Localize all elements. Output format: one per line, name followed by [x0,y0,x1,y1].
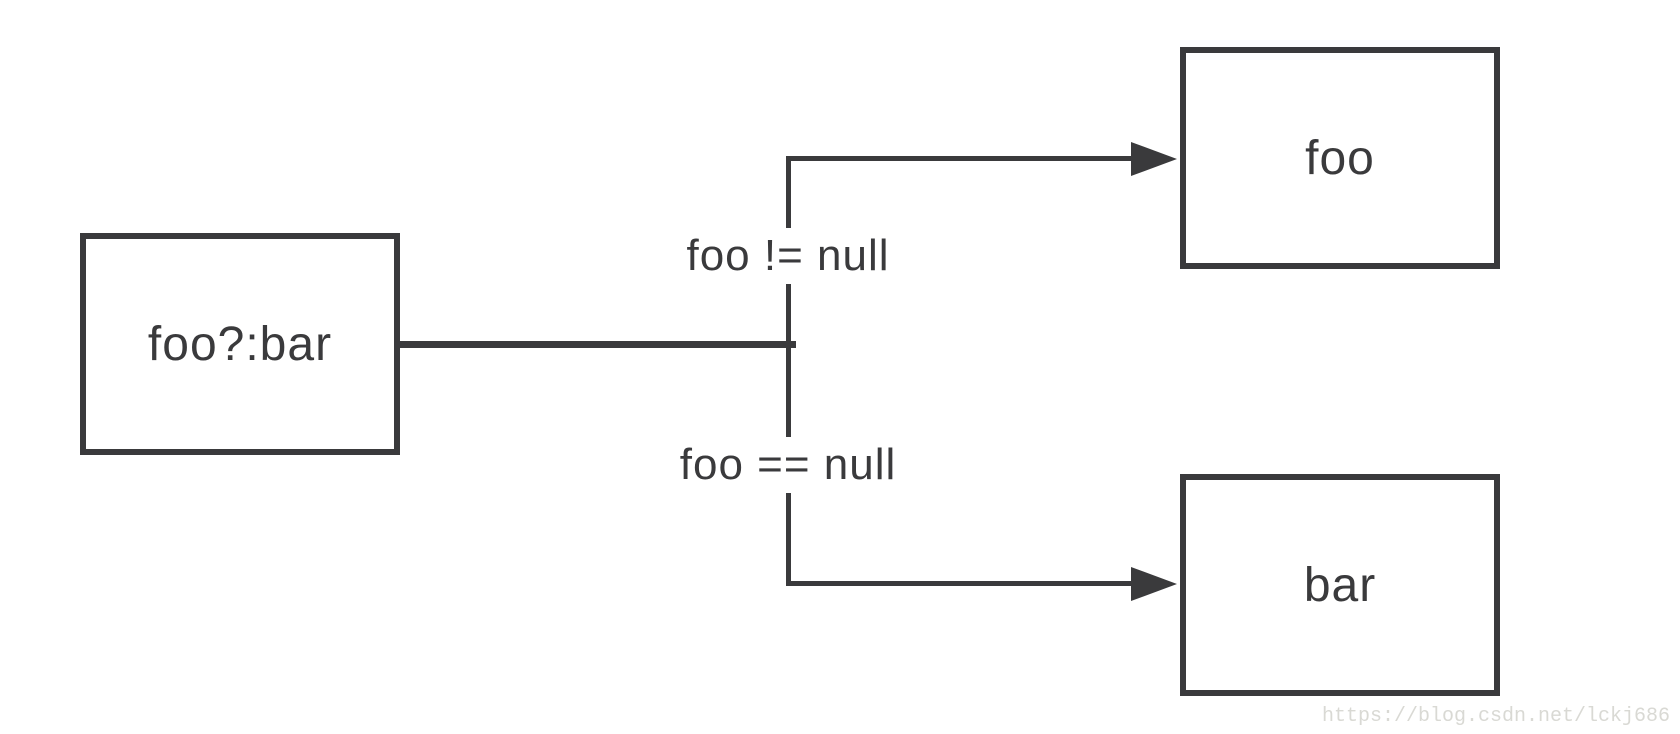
arrowhead-right-icon [1131,567,1177,601]
arrowhead-right-icon [1131,142,1177,176]
node-false-target: bar [1180,474,1500,696]
node-false-target-label: bar [1303,558,1377,612]
connector-false-branch-line [786,581,1136,586]
node-source: foo?:bar [80,233,400,455]
node-true-target: foo [1180,47,1500,269]
edge-label-true-condition: foo != null [638,228,938,284]
node-true-target-label: foo [1305,131,1375,185]
connector-main-line [400,341,796,348]
node-source-label: foo?:bar [147,317,333,371]
watermark: https://blog.csdn.net/lckj686 [1321,705,1670,728]
connector-true-branch-line [786,156,1136,161]
edge-label-false-condition: foo == null [638,437,938,493]
connector-vertical-line [786,156,791,586]
